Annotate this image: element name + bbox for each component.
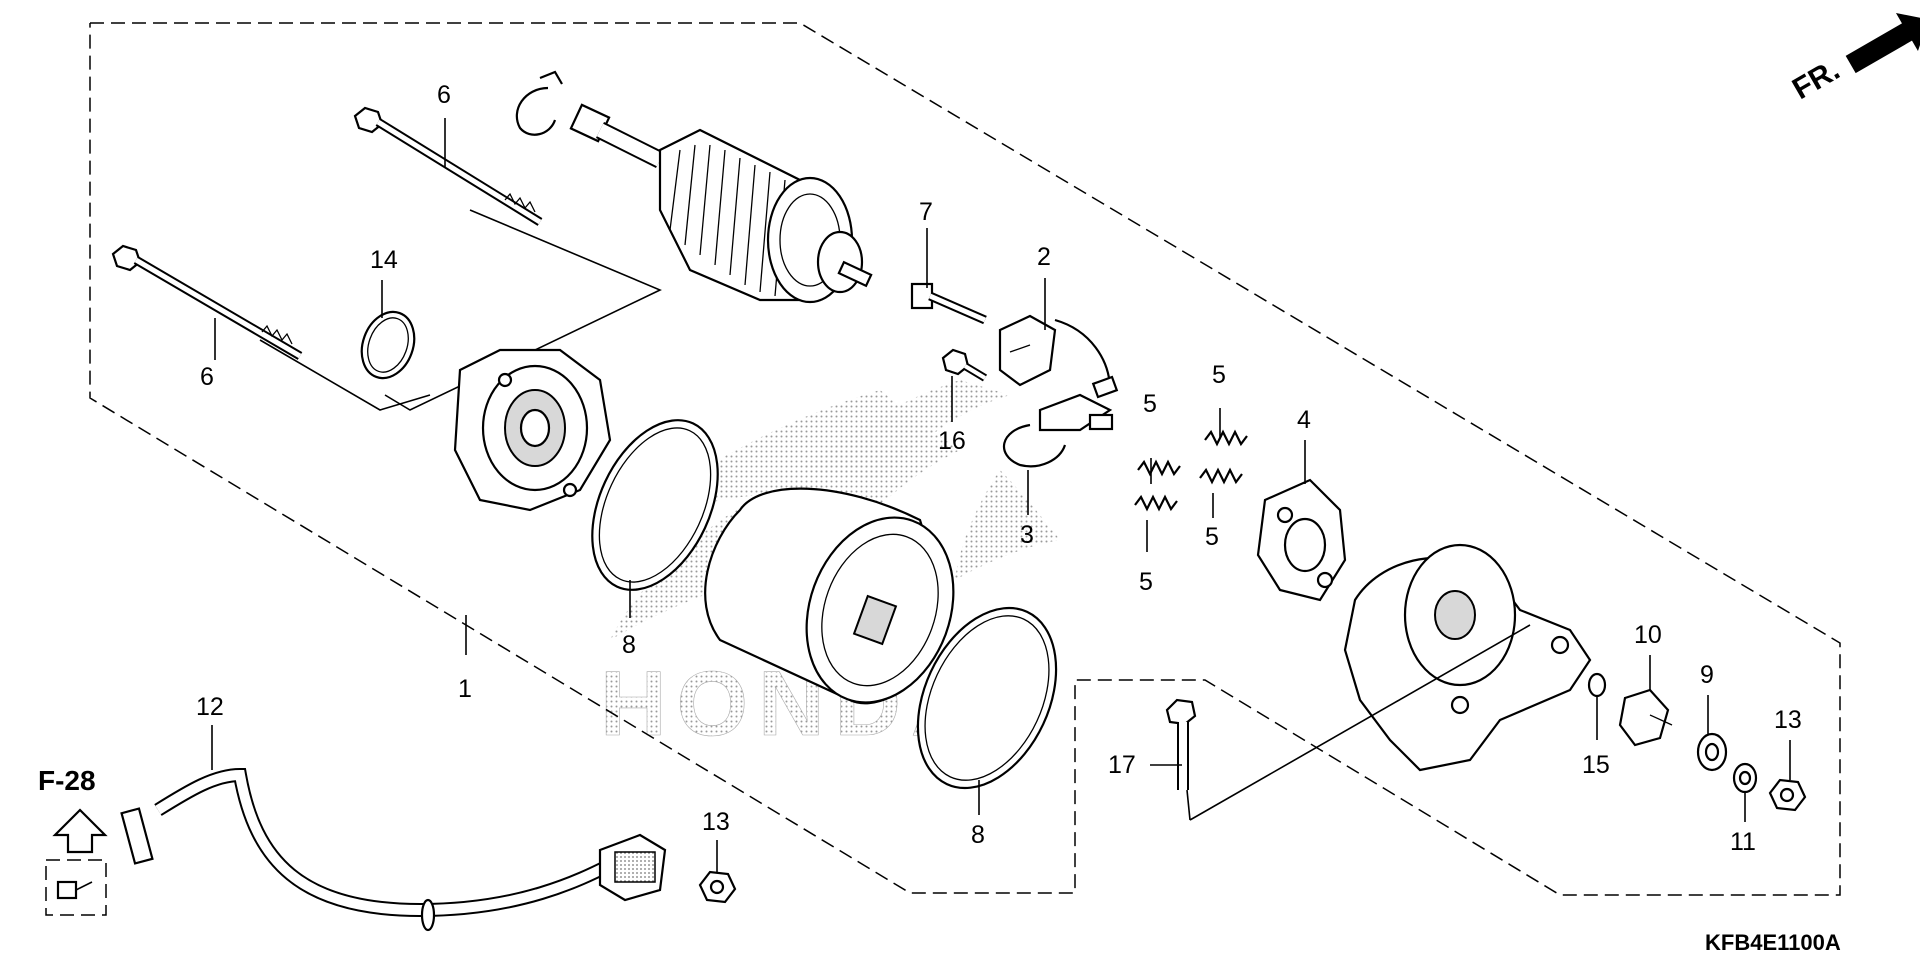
leader-lines — [211, 118, 1791, 872]
yoke — [704, 487, 955, 705]
washer-small — [1587, 672, 1607, 698]
callout-part-8-left: 8 — [622, 631, 636, 659]
washer — [1696, 732, 1728, 772]
callout-part-3: 3 — [1020, 521, 1034, 549]
section-reference: F-28 — [38, 765, 96, 796]
o-ring-large-rear — [916, 606, 1058, 790]
callout-part-6-lower: 6 — [200, 363, 214, 391]
callout-part-11: 11 — [1730, 828, 1756, 856]
callout-part-8-right: 8 — [971, 821, 985, 849]
callout-part-10: 10 — [1634, 621, 1662, 649]
callout-part-13-right: 13 — [1774, 706, 1802, 734]
callout-part-9: 9 — [1700, 661, 1714, 689]
callout-part-5-c: 5 — [1139, 568, 1153, 596]
long-bolt-lower — [111, 244, 303, 360]
front-direction-arrow — [1845, 12, 1920, 74]
callout-part-4: 4 — [1297, 406, 1311, 434]
front-cover — [453, 348, 612, 512]
snap-ring — [515, 70, 563, 136]
callout-part-12: 12 — [196, 693, 224, 721]
rear-cover — [1343, 543, 1592, 772]
callout-part-16: 16 — [938, 427, 966, 455]
assembly-boundary — [89, 22, 1841, 896]
ref-bolt — [56, 880, 93, 900]
o-ring-small — [360, 310, 416, 380]
nut-left — [698, 870, 737, 904]
brush-spring-3 — [1204, 429, 1248, 447]
callout-part-17: 17 — [1108, 751, 1136, 779]
callout-part-5-d: 5 — [1205, 523, 1219, 551]
callout-part-1: 1 — [458, 675, 472, 703]
callout-part-15: 15 — [1582, 751, 1610, 779]
front-indicator-label: FR. — [1787, 53, 1845, 106]
callout-part-7: 7 — [919, 198, 933, 226]
callout-part-13-left: 13 — [702, 808, 730, 836]
terminal-insulator — [1618, 688, 1673, 747]
brush-spring-4 — [1199, 467, 1243, 485]
section-ref-arrow — [52, 808, 108, 854]
lock-washer — [1732, 762, 1758, 794]
nut-right — [1768, 778, 1807, 812]
diagram-code: KFB4E1100A — [1705, 930, 1841, 955]
brush-holder — [998, 314, 1119, 399]
callout-part-14: 14 — [370, 246, 398, 274]
brush-spring-2 — [1134, 494, 1178, 512]
mounting-bolt — [1165, 698, 1197, 790]
ref-bolt-box — [45, 859, 107, 916]
starter-cable — [120, 767, 667, 932]
brush-insulator — [1256, 478, 1347, 602]
terminal-screw — [910, 282, 987, 325]
callout-part-5-a: 5 — [1143, 390, 1157, 418]
callout-part-6-upper: 6 — [437, 81, 451, 109]
brush-plate — [1002, 393, 1114, 468]
armature — [569, 103, 873, 304]
brush-spring-1 — [1137, 459, 1181, 477]
small-bolt — [941, 348, 988, 382]
long-bolt-upper — [353, 106, 543, 226]
callout-part-2: 2 — [1037, 243, 1051, 271]
callout-part-5-b: 5 — [1212, 361, 1226, 389]
